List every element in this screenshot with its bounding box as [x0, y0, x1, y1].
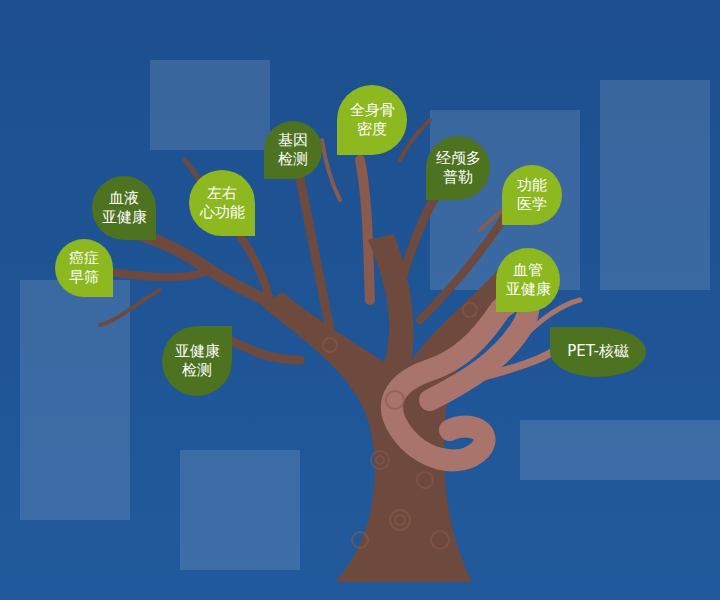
leaf-text: 经颅多 普勒	[436, 149, 481, 188]
leaf-outline	[189, 170, 255, 236]
leaf-outline	[550, 327, 646, 377]
leaf-node: 血管 亚健康	[496, 248, 560, 312]
leaf-text: 血管 亚健康	[506, 261, 551, 300]
leaf-text: 血液 亚健康	[102, 189, 147, 228]
leaf-outline	[337, 85, 407, 155]
leaf-text: 基因 检测	[278, 131, 308, 170]
trunk-swirls	[323, 303, 477, 549]
leaf-node: 功能 医学	[502, 165, 562, 225]
leaf-node: 左右 心功能	[189, 170, 255, 236]
leaf-node: 亚健康 检测	[162, 326, 232, 396]
leaf-text: 癌症 早筛	[69, 249, 99, 288]
leaf-text: 亚健康 检测	[175, 342, 220, 381]
leaf-outline	[264, 121, 322, 179]
curled-branch	[392, 300, 528, 461]
leaf-outline	[55, 239, 113, 297]
leaf-node: 癌症 早筛	[55, 239, 113, 297]
tree-trunk	[262, 234, 516, 582]
leaf-node: 经颅多 普勒	[426, 136, 490, 200]
leaf-text: PET-核磁	[567, 342, 629, 362]
leaf-outline	[426, 136, 490, 200]
leaf-outline	[502, 165, 562, 225]
leaf-outline	[92, 176, 156, 240]
leaf-text: 功能 医学	[517, 176, 547, 215]
leaf-text: 全身骨 密度	[350, 101, 395, 140]
room-backdrop	[20, 60, 720, 570]
leaf-node: 基因 检测	[264, 121, 322, 179]
leaf-node: PET-核磁	[550, 327, 646, 377]
leaf-text: 左右 心功能	[200, 184, 245, 223]
leaf-node: 血液 亚健康	[92, 176, 156, 240]
leaf-node: 全身骨 密度	[337, 85, 407, 155]
leaf-outline	[162, 326, 232, 396]
leaf-outline	[496, 248, 560, 312]
